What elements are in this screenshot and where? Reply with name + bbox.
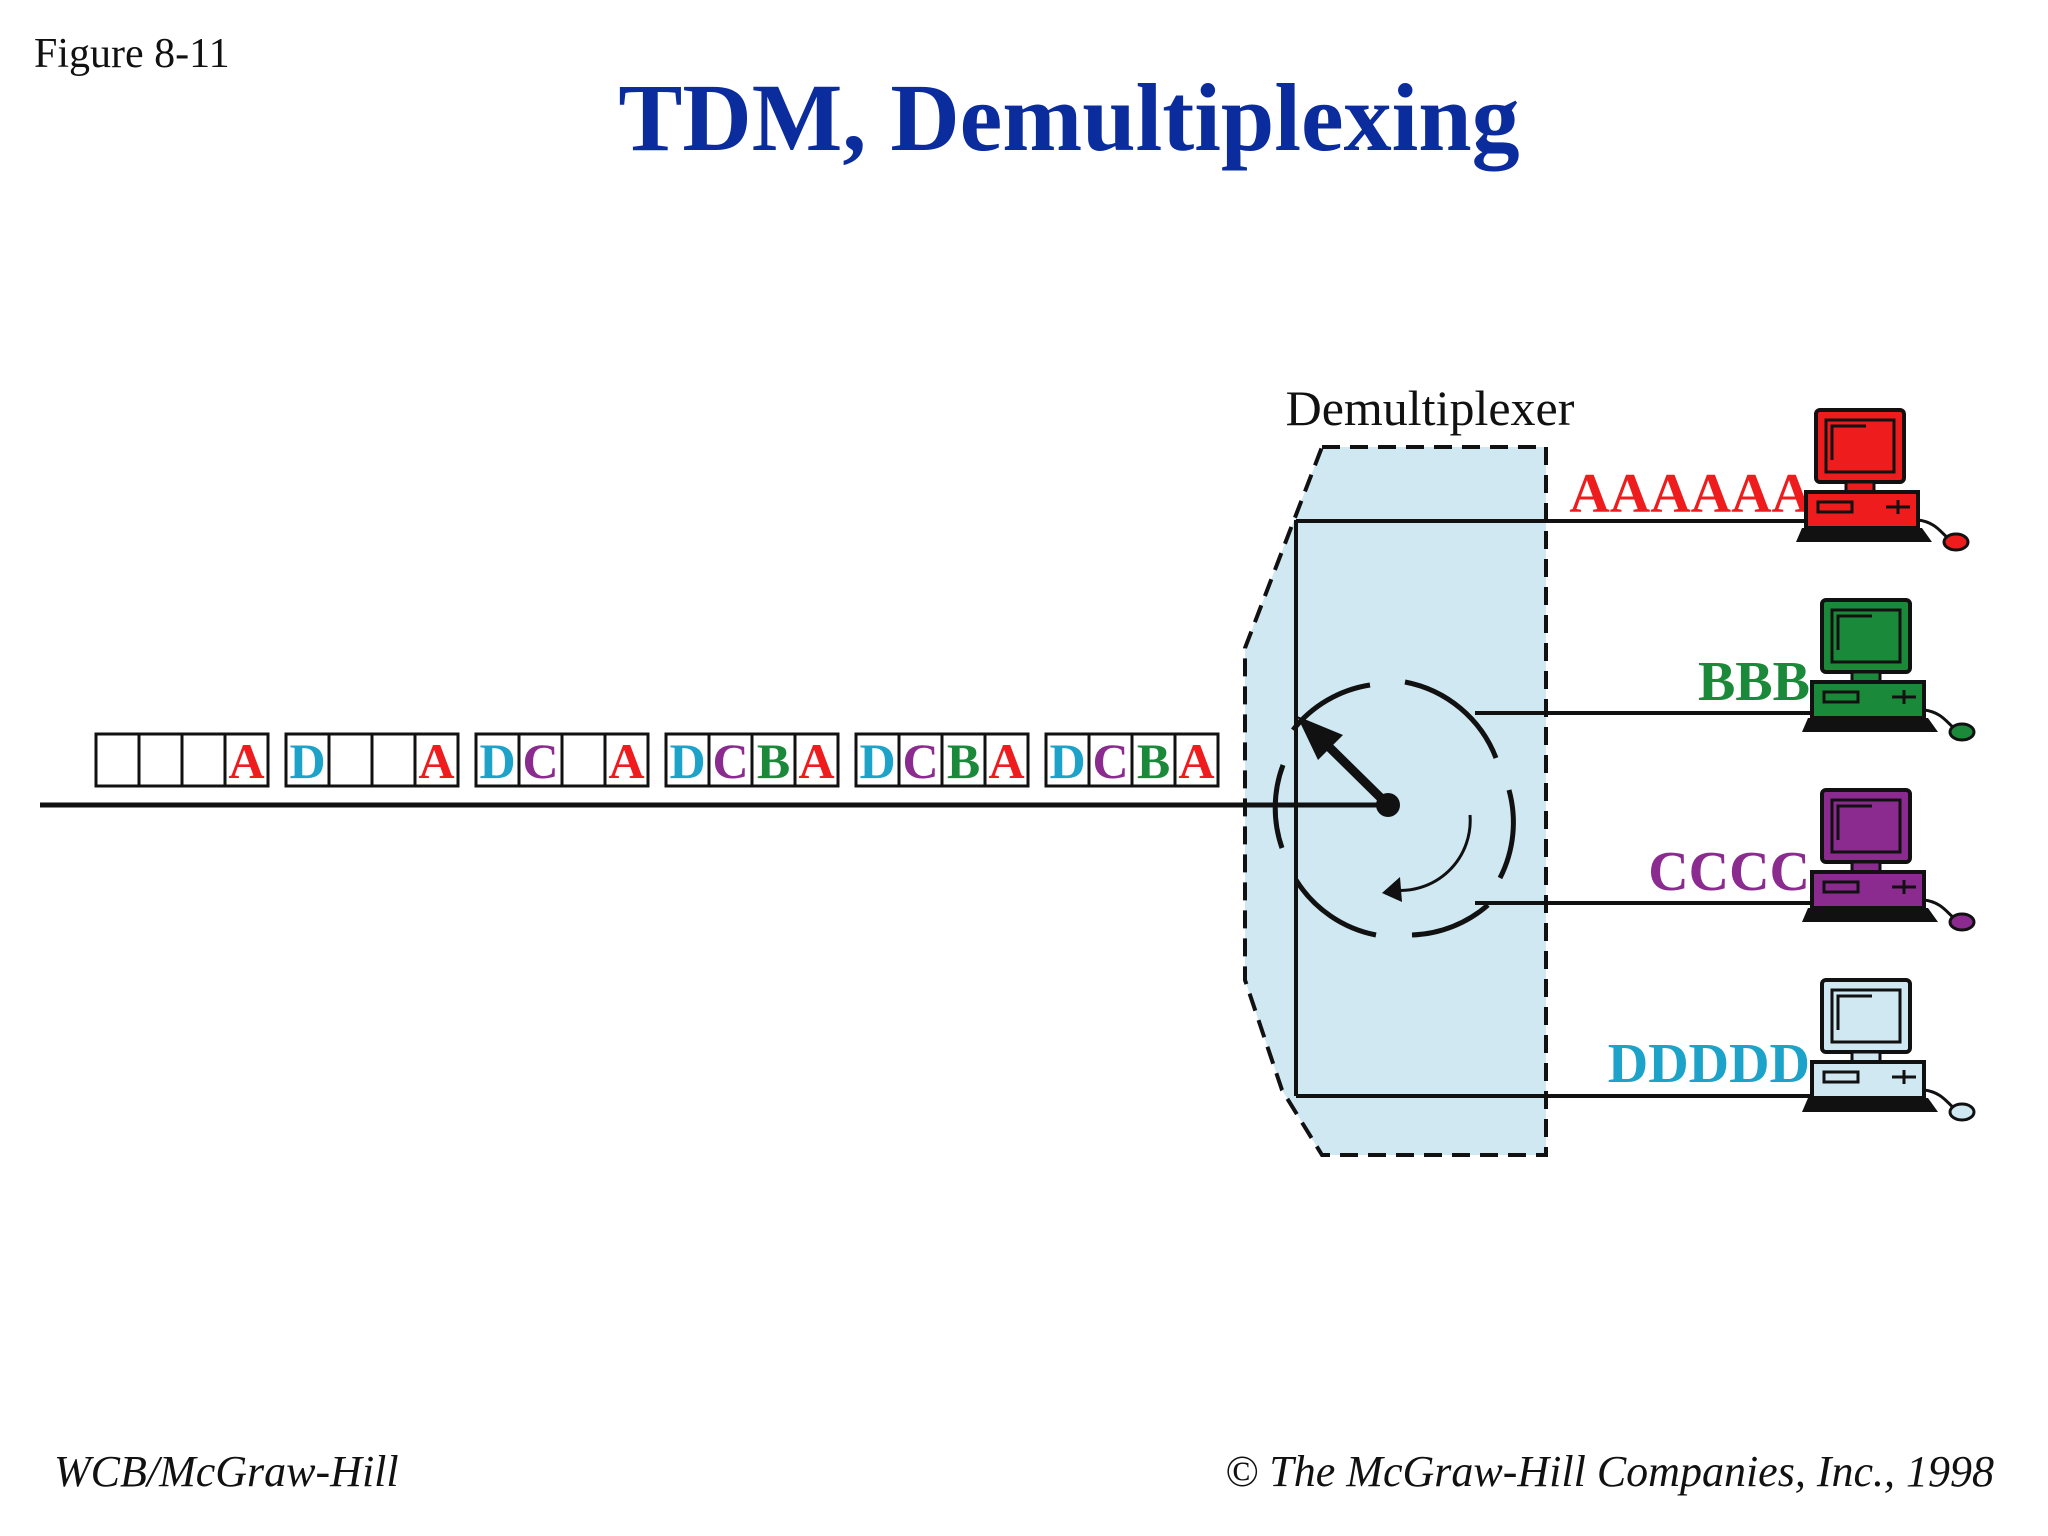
frame-slot: [603, 732, 650, 788]
slot-letter-d: D: [859, 733, 895, 789]
demultiplexer-label: Demultiplexer: [1286, 380, 1575, 436]
slot-letter-a: A: [228, 733, 264, 789]
frame-slot: [413, 732, 460, 788]
frame-slot: [793, 732, 840, 788]
computer-a-icon: [1794, 408, 1970, 552]
figure-label: Figure 8-11: [34, 31, 230, 77]
slot-letter-d: D: [1049, 733, 1085, 789]
slot-letter-b: B: [947, 733, 980, 789]
frame-slot: [94, 732, 141, 788]
slot-letter-b: B: [1137, 733, 1170, 789]
output-label-d: DDDDD: [1608, 1033, 1810, 1095]
frame-slot: [1173, 732, 1220, 788]
frame-1: A: [94, 732, 270, 789]
slot-letter-b: B: [757, 733, 790, 789]
slot-letter-d: D: [669, 733, 705, 789]
rotation-arrow: [1391, 814, 1472, 892]
output-label-b: BBB: [1698, 651, 1810, 713]
switch-pivot: [1376, 793, 1400, 817]
slot-letter-d: D: [479, 733, 515, 789]
computer-b-icon: [1800, 598, 1976, 742]
slot-letter-c: C: [712, 733, 748, 789]
slot-letter-a: A: [1178, 733, 1214, 789]
frame-slot: [1087, 732, 1134, 788]
output-label-a: AAAAAA: [1569, 463, 1812, 525]
copyright-label: © The McGraw-Hill Companies, Inc., 1998: [1224, 1447, 1994, 1496]
output-label-c: CCCC: [1648, 841, 1810, 903]
frame-slot: [223, 732, 270, 788]
page-title: TDM, Demultiplexing: [618, 64, 1520, 171]
frame-slot: [897, 732, 944, 788]
slot-letter-a: A: [798, 733, 834, 789]
frame-slot: [1130, 732, 1177, 788]
frame-slot: [854, 732, 901, 788]
frame-slot: [284, 732, 331, 788]
rotation-arrowhead: [1382, 877, 1402, 902]
frame-slot: [707, 732, 754, 788]
slot-letter-c: C: [522, 733, 558, 789]
slot-letter-c: C: [902, 733, 938, 789]
frame-slot: [327, 732, 374, 788]
rotary-switch: [1272, 679, 1516, 938]
frame-slot: [750, 732, 797, 788]
frame-slot: [474, 732, 521, 788]
frame-slot: [983, 732, 1030, 788]
computer-d-icon: [1800, 978, 1976, 1122]
publisher-label: WCB/McGraw-Hill: [54, 1447, 399, 1496]
frame-slot: [560, 732, 607, 788]
slot-letter-a: A: [418, 733, 454, 789]
frame-slot: [370, 732, 417, 788]
slot-letter-c: C: [1092, 733, 1128, 789]
slot-letter-d: D: [289, 733, 325, 789]
frame-slot: [940, 732, 987, 788]
switch-pointer: [1318, 736, 1392, 809]
slot-letter-a: A: [608, 733, 644, 789]
computer-c-icon: [1800, 788, 1976, 932]
slot-letter-a: A: [988, 733, 1024, 789]
frame-slot: [137, 732, 184, 788]
switch-pointer-head: [1297, 716, 1343, 760]
frame-slot: [180, 732, 227, 788]
